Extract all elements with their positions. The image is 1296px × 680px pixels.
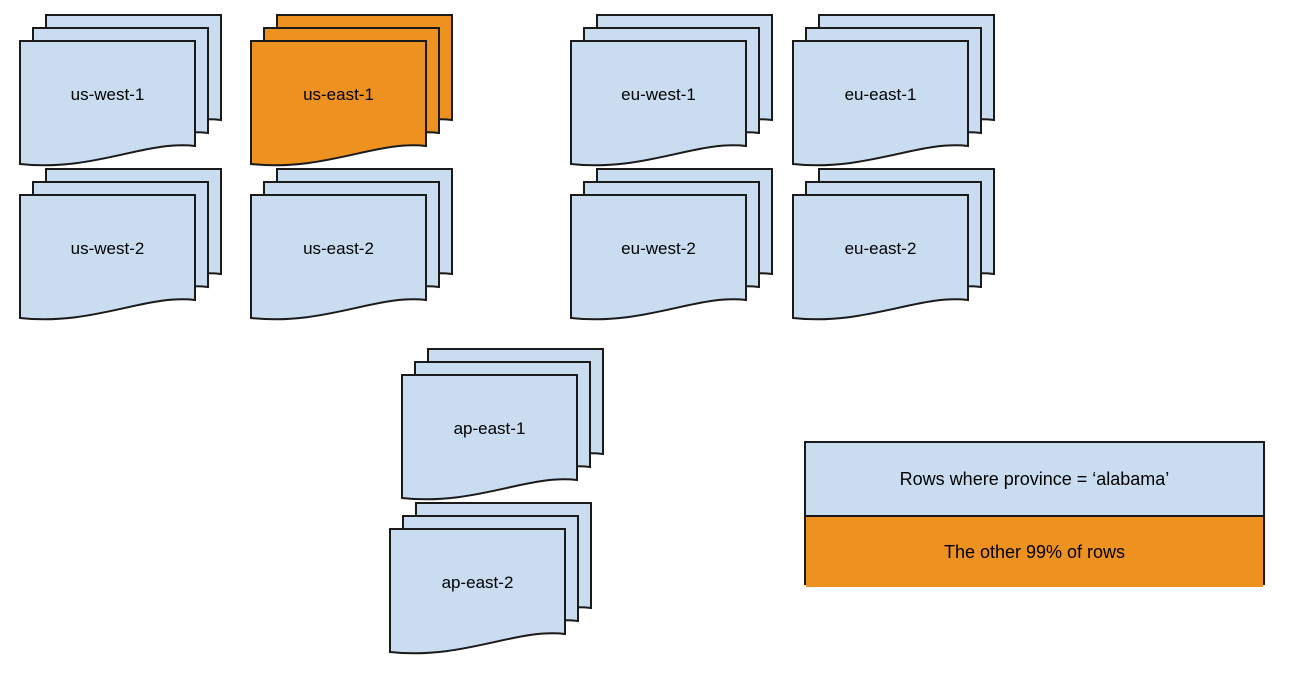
document-stack-shape bbox=[250, 168, 453, 321]
document-stack-shape bbox=[19, 14, 222, 167]
document-stack-us-east-1[interactable]: us-east-1 bbox=[250, 14, 453, 171]
legend-label: Rows where province = ‘alabama’ bbox=[899, 468, 1170, 489]
document-stack-shape bbox=[19, 168, 222, 321]
legend-box: Rows where province = ‘alabama’ The other… bbox=[804, 441, 1265, 587]
document-stack-shape bbox=[389, 502, 592, 655]
document-stack-ap-east-2[interactable]: ap-east-2 bbox=[389, 502, 592, 659]
document-stack-us-east-2[interactable]: us-east-2 bbox=[250, 168, 453, 325]
document-sheet-front bbox=[792, 40, 969, 167]
document-stack-eu-east-2[interactable]: eu-east-2 bbox=[792, 168, 995, 325]
document-stack-us-west-1[interactable]: us-west-1 bbox=[19, 14, 222, 171]
legend-label: The other 99% of rows bbox=[943, 541, 1126, 562]
document-sheet-front bbox=[570, 40, 747, 167]
document-sheet-front bbox=[570, 194, 747, 321]
document-sheet-front bbox=[250, 40, 427, 167]
legend-blue: Rows where province = ‘alabama’ bbox=[806, 443, 1263, 515]
legend-orange: The other 99% of rows bbox=[806, 515, 1263, 587]
document-sheet-front bbox=[389, 528, 566, 655]
document-stack-us-west-2[interactable]: us-west-2 bbox=[19, 168, 222, 325]
document-stack-shape bbox=[570, 168, 773, 321]
document-stack-shape bbox=[250, 14, 453, 167]
document-sheet-front bbox=[19, 40, 196, 167]
document-sheet-front bbox=[792, 194, 969, 321]
document-stack-shape bbox=[570, 14, 773, 167]
document-stack-eu-west-2[interactable]: eu-west-2 bbox=[570, 168, 773, 325]
document-stack-shape bbox=[792, 14, 995, 167]
document-sheet-front bbox=[19, 194, 196, 321]
document-stack-shape bbox=[401, 348, 604, 501]
document-sheet-front bbox=[401, 374, 578, 501]
document-stack-ap-east-1[interactable]: ap-east-1 bbox=[401, 348, 604, 505]
document-stack-eu-east-1[interactable]: eu-east-1 bbox=[792, 14, 995, 171]
document-sheet-front bbox=[250, 194, 427, 321]
document-stack-eu-west-1[interactable]: eu-west-1 bbox=[570, 14, 773, 171]
document-stack-shape bbox=[792, 168, 995, 321]
